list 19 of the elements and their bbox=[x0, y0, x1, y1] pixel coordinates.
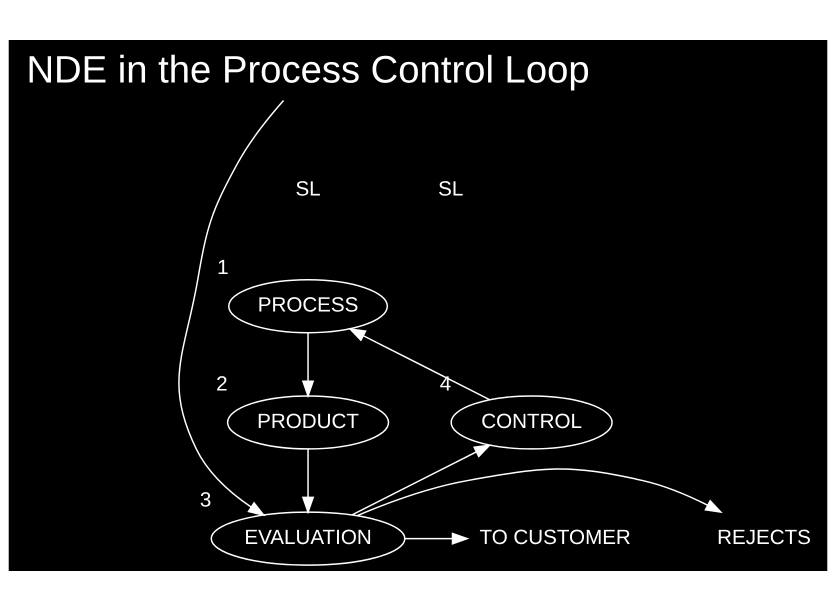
node-text: NDE in the Process Control Loop bbox=[26, 48, 590, 91]
arrow bbox=[178, 100, 284, 516]
node-label: 2 bbox=[216, 372, 228, 395]
label: SL bbox=[295, 176, 321, 200]
arrow bbox=[302, 448, 314, 514]
node-ellipse: CONTROL bbox=[450, 394, 613, 450]
arrow bbox=[405, 532, 470, 544]
label: SL bbox=[438, 176, 464, 200]
node-ellipse: EVALUATION bbox=[210, 510, 406, 566]
node-text: TO CUSTOMER bbox=[480, 526, 631, 549]
node-ellipse: PRODUCT bbox=[226, 394, 390, 450]
arrow bbox=[352, 444, 492, 516]
arrow bbox=[348, 328, 490, 400]
node-ellipse: PROCESS bbox=[228, 278, 388, 333]
arrow bbox=[302, 332, 314, 398]
arrow bbox=[356, 468, 723, 516]
node-label: 1 bbox=[217, 256, 229, 279]
node-label: 3 bbox=[200, 488, 212, 512]
node-text: REJECTS bbox=[717, 526, 811, 549]
